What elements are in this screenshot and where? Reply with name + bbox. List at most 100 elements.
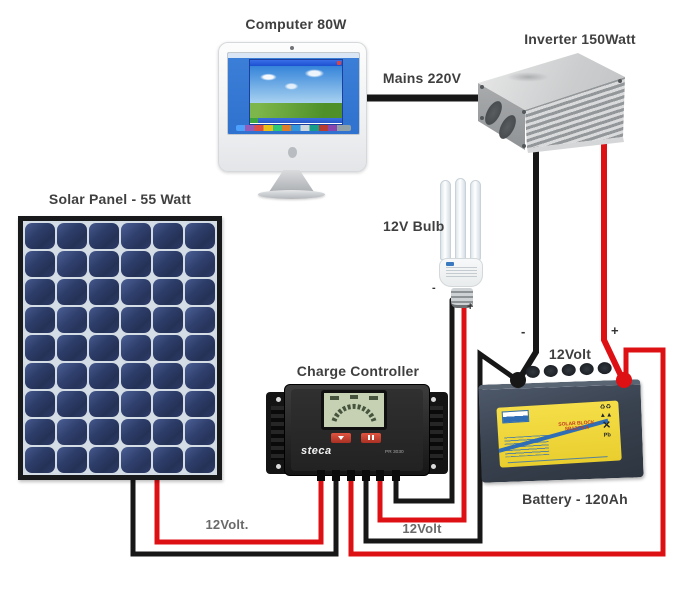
mac-menubar — [228, 53, 359, 58]
controller-brand: steca — [301, 445, 332, 457]
solar-cell — [121, 251, 151, 277]
solar-cell — [57, 251, 87, 277]
solar-cell — [153, 363, 183, 389]
solar-cell — [25, 223, 55, 249]
solar-cell — [153, 251, 183, 277]
solar-cell — [185, 391, 215, 417]
solar-cell — [57, 447, 87, 473]
solar-cell — [57, 335, 87, 361]
solar-cell — [89, 363, 119, 389]
screw-hole-icon — [276, 397, 281, 402]
solar-cell — [25, 279, 55, 305]
solar-negative-wire — [130, 467, 339, 557]
solar-cell — [121, 447, 151, 473]
mains-label: Mains 220V — [382, 70, 462, 86]
charge-controller-label: Charge Controller — [296, 363, 420, 379]
bulb-base-label — [446, 267, 477, 279]
xp-wallpaper-sky — [250, 66, 342, 103]
computer-imac — [218, 42, 367, 200]
solar-cell — [121, 335, 151, 361]
solar-cell — [185, 251, 215, 277]
solar-cell — [57, 223, 87, 249]
apple-logo-icon — [288, 147, 297, 158]
computer-stand — [269, 170, 314, 192]
close-icon — [337, 61, 341, 65]
xp-wallpaper-hill — [250, 103, 342, 118]
bulb-base — [439, 258, 483, 287]
screw-icon — [522, 110, 526, 114]
solar-cell — [185, 279, 215, 305]
screw-icon — [522, 144, 526, 148]
solar-cell — [89, 251, 119, 277]
solar-cell — [153, 391, 183, 417]
controller-lcd — [321, 390, 387, 430]
controller-terminal — [362, 470, 370, 481]
webcam-icon — [290, 46, 294, 50]
solar-cell — [25, 307, 55, 333]
solar-cell — [185, 419, 215, 445]
xp-titlebar — [250, 60, 342, 66]
screw-icon — [618, 79, 622, 83]
wire-voltage-label-left: 12Volt. — [205, 517, 249, 532]
solar-cell — [57, 307, 87, 333]
solar-cell — [153, 223, 183, 249]
solar-cell — [121, 307, 151, 333]
screw-hole-icon — [276, 464, 281, 469]
bulb-negative-wire — [393, 297, 455, 504]
inverter-top-markings — [498, 70, 558, 84]
inverter-dc-negative-wire — [517, 145, 539, 381]
bulb-screw-cap — [451, 288, 473, 308]
bulb-label: 12V Bulb — [383, 218, 445, 234]
bulb-base-logo — [446, 262, 454, 266]
inverter — [468, 48, 634, 160]
solar-cell — [153, 307, 183, 333]
controller-terminal — [317, 470, 325, 481]
solar-panel — [18, 216, 222, 480]
bars-icon — [368, 435, 370, 440]
battery-label-text: Battery - 120Ah — [522, 491, 628, 507]
solar-cell — [153, 335, 183, 361]
battery-positive-terminal — [616, 372, 632, 388]
screw-hole-icon — [431, 397, 436, 402]
controller-terminal — [392, 470, 400, 481]
solar-cell — [121, 391, 151, 417]
solar-cell — [185, 223, 215, 249]
computer-body — [218, 42, 367, 172]
bulb-positive-wire — [377, 299, 467, 523]
solar-cell — [153, 447, 183, 473]
solar-cell — [89, 391, 119, 417]
battery-negative-to-controller-wire — [363, 349, 520, 544]
battery-voltage-label: 12Volt — [548, 346, 592, 362]
start-button-icon — [250, 118, 258, 123]
solar-cell — [121, 363, 151, 389]
solar-cell — [153, 279, 183, 305]
screw-icon — [480, 116, 484, 120]
solar-cell — [89, 419, 119, 445]
solar-cell — [89, 223, 119, 249]
controller-button-down — [331, 433, 351, 443]
solar-positive-wire — [154, 467, 324, 545]
solar-cell — [25, 419, 55, 445]
charge-controller: steca PR 3030 — [266, 384, 448, 481]
solar-cell — [25, 363, 55, 389]
controller-terminal — [332, 470, 340, 481]
solar-cell — [89, 447, 119, 473]
cfl-bulb — [437, 178, 487, 308]
solar-panel-label: Solar Panel - 55 Watt — [48, 191, 192, 207]
controller-terminal — [376, 470, 384, 481]
bulb-minus-sign: - — [432, 282, 436, 294]
solar-cell — [57, 279, 87, 305]
screw-hole-icon — [431, 464, 436, 469]
controller-model: PR 3030 — [385, 449, 404, 455]
inverter-label: Inverter 150Watt — [524, 31, 636, 47]
solar-cell — [25, 335, 55, 361]
battery-minus-sign: - — [521, 324, 526, 339]
xp-taskbar — [250, 118, 342, 123]
vent-slots-icon — [271, 406, 288, 460]
vent-slots-icon — [426, 406, 443, 460]
solar-cell — [121, 419, 151, 445]
solar-cell — [25, 251, 55, 277]
